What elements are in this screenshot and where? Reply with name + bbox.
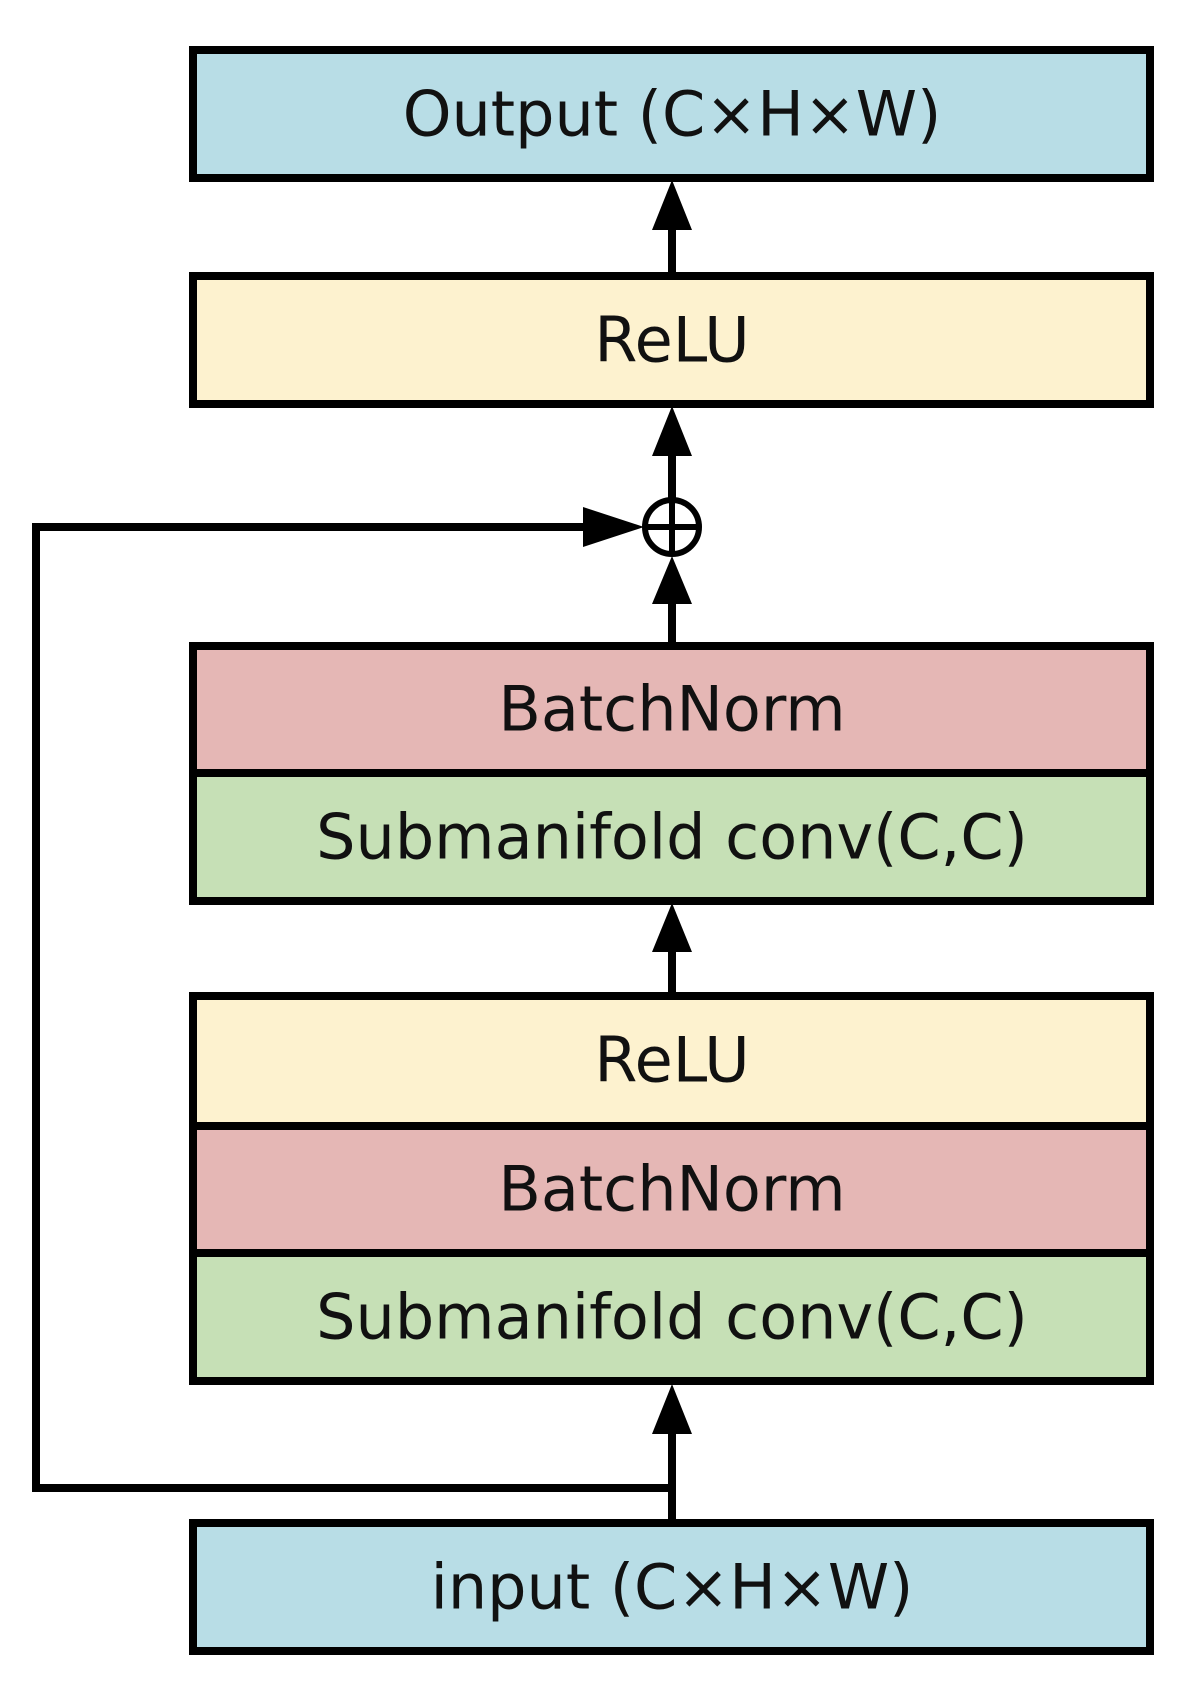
output-label: Output (C×H×W) — [403, 78, 942, 151]
relu-top-node: ReLU — [189, 272, 1154, 408]
lower-relu-label: ReLU — [594, 1024, 749, 1097]
output-node: Output (C×H×W) — [189, 46, 1154, 182]
input-box — [189, 1519, 1154, 1655]
arrowhead-icon — [652, 556, 692, 604]
arrow-input-to-block — [652, 1384, 692, 1523]
lower-block: ReLU BatchNorm Submanifold conv(C,C) — [189, 992, 1154, 1385]
lower-batchnorm-label: BatchNorm — [498, 1153, 845, 1226]
arrowhead-icon — [652, 1384, 692, 1434]
upper-batchnorm-label: BatchNorm — [498, 673, 845, 746]
lower-conv-box — [189, 1249, 1154, 1385]
upper-batchnorm-box — [189, 642, 1154, 777]
arrow-lower-to-upper — [652, 903, 692, 996]
relu-top-box — [189, 272, 1154, 408]
output-box — [189, 46, 1154, 182]
input-label: input (C×H×W) — [431, 1551, 914, 1624]
arrowhead-icon — [652, 903, 692, 952]
upper-conv-box — [189, 769, 1154, 905]
arrow-block-to-add — [652, 556, 692, 645]
arrowhead-icon — [652, 406, 692, 456]
lower-conv-label: Submanifold conv(C,C) — [316, 1281, 1028, 1354]
upper-block: BatchNorm Submanifold conv(C,C) — [189, 642, 1154, 905]
upper-conv-label: Submanifold conv(C,C) — [316, 801, 1028, 874]
add-node — [642, 497, 702, 557]
arrowhead-icon — [652, 180, 692, 230]
arrow-relu-to-output — [652, 180, 692, 276]
skip-connection — [32, 507, 672, 1492]
relu-top-label: ReLU — [594, 304, 749, 377]
arrowhead-icon — [583, 507, 644, 547]
arrow-add-to-relu — [652, 406, 692, 500]
input-node: input (C×H×W) — [189, 1519, 1154, 1655]
